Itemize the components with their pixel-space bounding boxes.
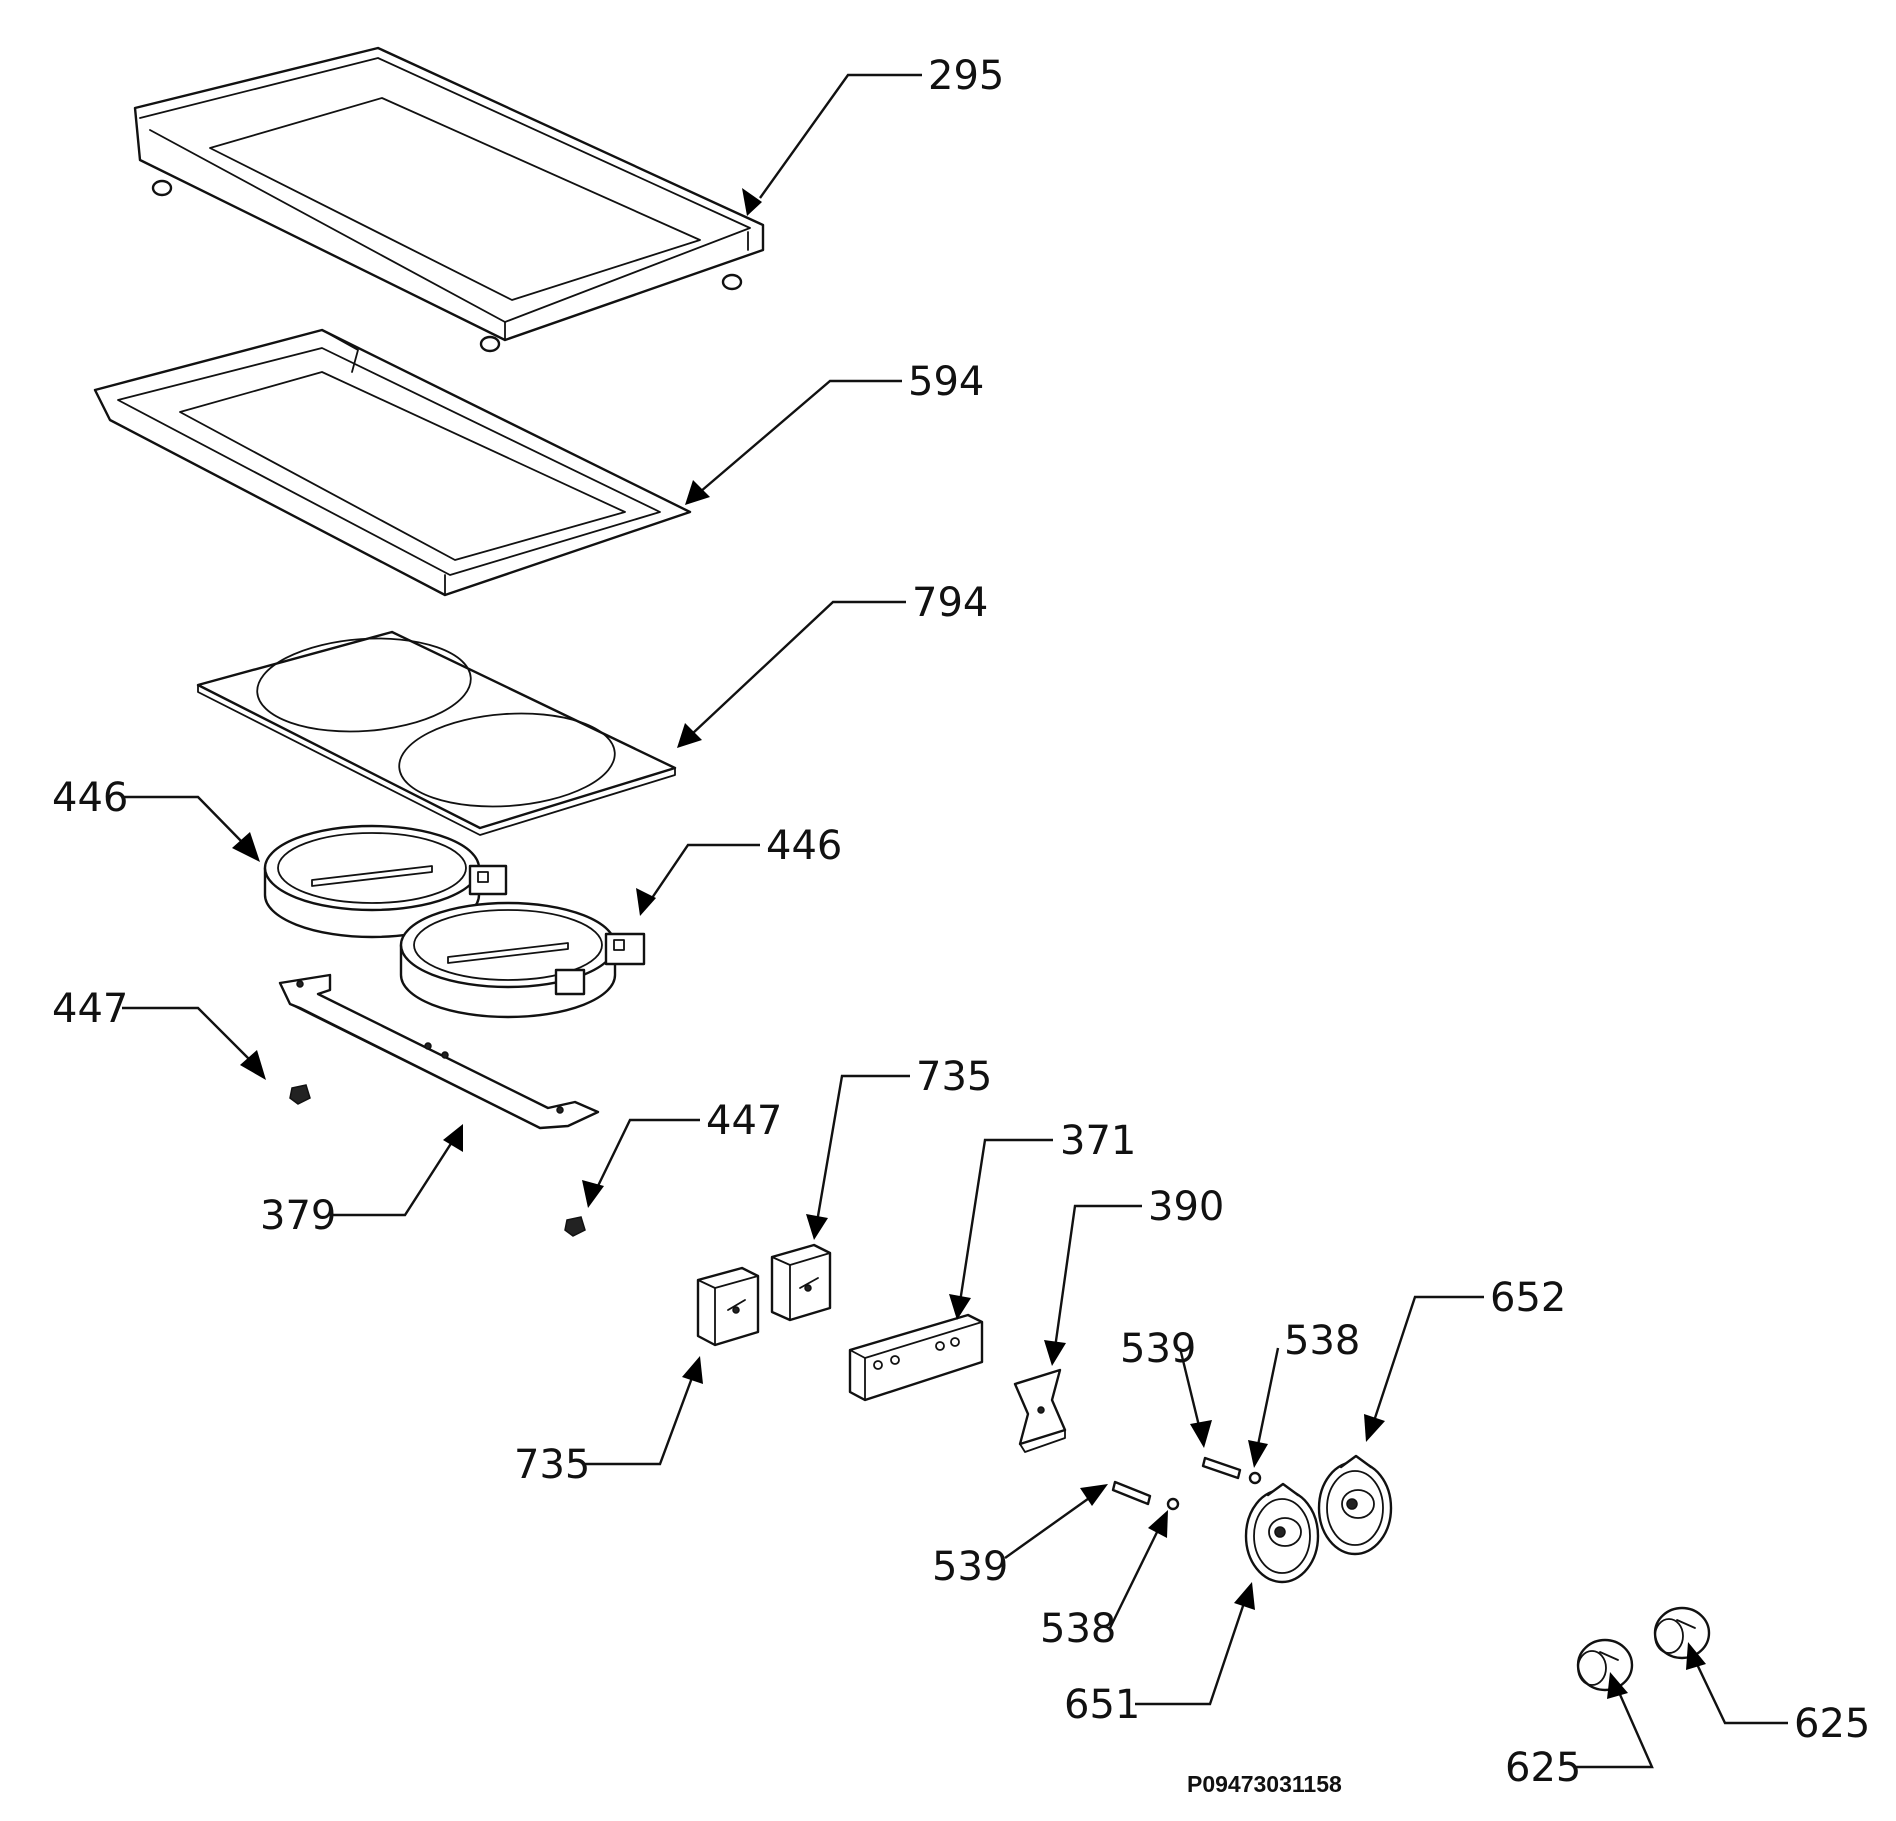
leader-652: [1364, 1295, 1484, 1442]
part-625-knob-left: [1576, 1638, 1634, 1692]
leader-651: [1135, 1582, 1255, 1706]
callout-379: 379: [260, 1193, 336, 1239]
part-447-screw-right: [564, 1216, 586, 1237]
callout-447-left: 447: [52, 986, 128, 1032]
leader-625-right: [1686, 1642, 1788, 1725]
leader-379: [330, 1124, 463, 1217]
part-447-screw-left: [289, 1084, 311, 1105]
callout-371: 371: [1060, 1118, 1136, 1164]
leader-447-right: [582, 1118, 700, 1208]
leader-594: [685, 379, 902, 505]
callout-446-right: 446: [766, 823, 842, 869]
part-446-heating-element-right: [399, 901, 646, 1019]
callout-446-left: 446: [52, 775, 128, 821]
part-379-bracket: [278, 973, 600, 1130]
part-735-regulator-right: [770, 1243, 832, 1322]
part-390-clip: [1013, 1368, 1067, 1453]
part-295-frame-tray: [133, 46, 765, 353]
leader-390: [1044, 1204, 1142, 1366]
callout-390: 390: [1148, 1184, 1224, 1230]
part-539-spindle-upper: [1201, 1456, 1242, 1480]
leader-735-upper: [806, 1074, 910, 1240]
drawing-code: P09473031158: [1187, 1771, 1342, 1797]
callout-794: 794: [912, 580, 988, 626]
part-735-regulator-left: [696, 1266, 760, 1347]
callout-538-upper: 538: [1284, 1318, 1360, 1364]
part-539-spindle-lower: [1111, 1480, 1152, 1506]
callout-652: 652: [1490, 1275, 1566, 1321]
callout-625-left: 625: [1505, 1745, 1581, 1791]
leader-539-upper: [1178, 1347, 1212, 1448]
part-794-glass-top: [196, 630, 677, 836]
leader-446-left: [122, 795, 260, 862]
callout-295: 295: [928, 53, 1004, 99]
callout-594: 594: [908, 359, 984, 405]
part-371-rail: [848, 1313, 984, 1402]
leader-539-lower: [1004, 1484, 1108, 1559]
callout-735-upper: 735: [916, 1054, 992, 1100]
callout-539-upper: 539: [1120, 1326, 1196, 1372]
part-651-bezel: [1244, 1482, 1320, 1584]
leader-446-right: [636, 843, 760, 916]
callout-735-lower: 735: [514, 1442, 590, 1488]
leader-295: [742, 73, 922, 216]
callout-labels: 295 594 794 446 446 447 447 379 735 735 …: [52, 53, 1870, 1791]
part-538-ring-lower: [1166, 1497, 1180, 1511]
leader-538-upper: [1248, 1347, 1280, 1468]
part-594-tray: [93, 328, 692, 597]
callout-539-lower: 539: [932, 1544, 1008, 1590]
leader-625-left: [1576, 1672, 1654, 1769]
callout-651: 651: [1064, 1682, 1140, 1728]
callout-538-lower: 538: [1040, 1606, 1116, 1652]
callout-447-right: 447: [706, 1098, 782, 1144]
leader-371: [949, 1138, 1053, 1320]
leader-447-left: [122, 1006, 266, 1080]
leader-538-lower: [1108, 1510, 1168, 1629]
leader-735-lower: [585, 1356, 703, 1466]
leader-lines: [122, 73, 1788, 1769]
part-652-bezel: [1317, 1454, 1393, 1556]
callout-625-right: 625: [1794, 1701, 1870, 1747]
part-538-ring-upper: [1248, 1471, 1262, 1485]
leader-794: [677, 600, 906, 748]
part-625-knob-right: [1653, 1606, 1711, 1660]
